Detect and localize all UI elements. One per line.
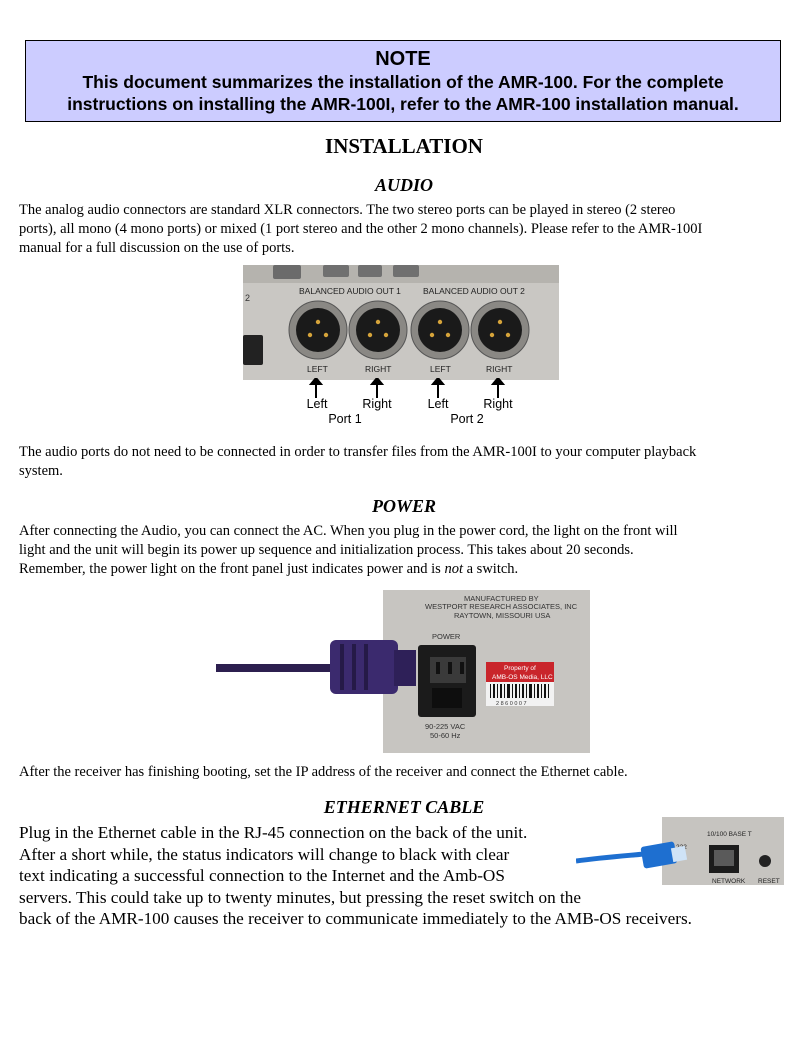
svg-text:LEFT: LEFT bbox=[307, 364, 328, 374]
text-line: The audio ports do not need to be connec… bbox=[19, 444, 697, 460]
svg-text:BALANCED AUDIO OUT 1: BALANCED AUDIO OUT 1 bbox=[299, 286, 401, 296]
power-paragraph-2: After the receiver has finishing booting… bbox=[19, 764, 628, 780]
svg-text:NETWORK: NETWORK bbox=[712, 878, 746, 885]
svg-text:WESTPORT RESEARCH ASSOCIATES,: WESTPORT RESEARCH ASSOCIATES, INC bbox=[425, 602, 578, 611]
ethernet-paragraph: Plug in the Ethernet cable in the RJ-45 … bbox=[19, 822, 789, 930]
note-title: NOTE bbox=[375, 48, 431, 70]
text-line: back of the AMR-100 causes the receiver … bbox=[19, 909, 692, 928]
svg-text:90-225 VAC: 90-225 VAC bbox=[425, 722, 466, 731]
svg-text:MANUFACTURED BY: MANUFACTURED BY bbox=[464, 594, 539, 603]
text-line: After connecting the Audio, you can conn… bbox=[19, 523, 678, 539]
svg-text:AMB-OS Media, LLC: AMB-OS Media, LLC bbox=[492, 674, 553, 681]
text-line: light and the unit will begin its power … bbox=[19, 542, 634, 558]
svg-text:RESET: RESET bbox=[758, 878, 780, 885]
power-paragraph-1: After connecting the Audio, you can conn… bbox=[19, 522, 789, 579]
power-photo: MANUFACTURED BY WESTPORT RESEARCH ASSOCI… bbox=[210, 590, 590, 753]
power-inlet-image: MANUFACTURED BY WESTPORT RESEARCH ASSOCI… bbox=[210, 590, 590, 753]
svg-text:POWER: POWER bbox=[432, 632, 461, 641]
svg-text:RAYTOWN, MISSOURI USA: RAYTOWN, MISSOURI USA bbox=[454, 611, 550, 620]
ethernet-photo: 10/100 BASE T 232 NETWORK RESET bbox=[576, 817, 784, 885]
svg-text:2: 2 bbox=[245, 293, 250, 303]
caption-left-2: Left bbox=[427, 397, 449, 411]
text-line: servers. This could take up to twenty mi… bbox=[19, 887, 581, 907]
text-line: Remember, the power light on the front p… bbox=[19, 561, 519, 577]
audio-paragraph-2: The audio ports do not need to be connec… bbox=[19, 443, 789, 481]
svg-text:RIGHT: RIGHT bbox=[365, 364, 391, 374]
svg-text:10/100 BASE T: 10/100 BASE T bbox=[707, 831, 752, 838]
text-line: manual for a full discussion on the use … bbox=[19, 240, 295, 256]
svg-text:2 8 6 0 0 0 7: 2 8 6 0 0 0 7 bbox=[496, 701, 527, 707]
note-box: NOTE This document summarizes the instal… bbox=[25, 40, 781, 122]
caption-left-1: Left bbox=[306, 397, 328, 411]
svg-text:LEFT: LEFT bbox=[430, 364, 451, 374]
audio-paragraph-1: The analog audio connectors are standard… bbox=[19, 201, 789, 258]
caption-right-2: Right bbox=[483, 397, 513, 411]
text-line: system. bbox=[19, 463, 63, 479]
svg-text:BALANCED AUDIO OUT 2: BALANCED AUDIO OUT 2 bbox=[423, 286, 525, 296]
svg-text:50-60 Hz: 50-60 Hz bbox=[430, 731, 461, 740]
port-arrows bbox=[308, 378, 506, 398]
xlr-panel-image: 2 BALANCED AUDIO OUT 1 BALANCED AUDIO OU… bbox=[243, 265, 559, 380]
text-line: Plug in the Ethernet cable in the RJ-45 … bbox=[19, 823, 528, 842]
audio-heading: AUDIO bbox=[374, 175, 433, 195]
text-line: ports), all mono (4 mono ports) or mixed… bbox=[19, 221, 703, 237]
caption-right-1: Right bbox=[362, 397, 392, 411]
text-line: text indicating a successful connection … bbox=[19, 866, 505, 885]
note-line-2: instructions on installing the AMR-100I,… bbox=[67, 94, 739, 114]
text-line: The analog audio connectors are standard… bbox=[19, 202, 676, 218]
rj45-image: 10/100 BASE T 232 NETWORK RESET bbox=[576, 817, 784, 885]
svg-text:RIGHT: RIGHT bbox=[486, 364, 512, 374]
caption-port-1: Port 1 bbox=[328, 412, 362, 426]
note-line-1: This document summarizes the installatio… bbox=[82, 72, 724, 92]
installation-heading: INSTALLATION bbox=[325, 134, 483, 158]
text-line: After a short while, the status indicato… bbox=[19, 844, 510, 864]
audio-connectors-photo: 2 BALANCED AUDIO OUT 1 BALANCED AUDIO OU… bbox=[243, 265, 559, 380]
caption-port-2: Port 2 bbox=[450, 412, 484, 426]
ethernet-heading: ETHERNET CABLE bbox=[323, 797, 485, 817]
power-heading: POWER bbox=[371, 496, 436, 516]
svg-text:Property of: Property of bbox=[504, 665, 536, 672]
